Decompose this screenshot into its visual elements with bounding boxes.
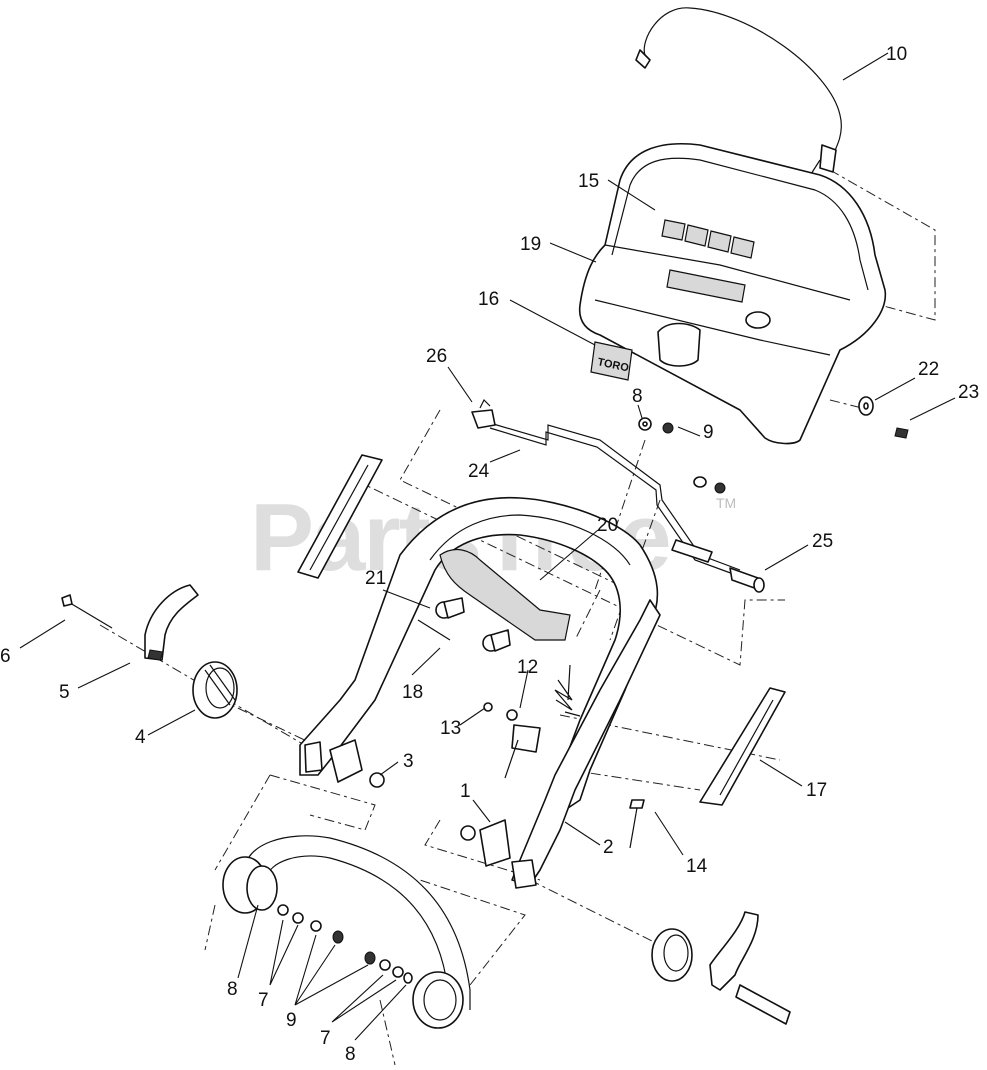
callout-12: 12 <box>517 657 538 678</box>
callout-23: 23 <box>958 382 979 403</box>
part-3-nut-pivot <box>329 739 385 788</box>
callout-22: 22 <box>918 359 939 380</box>
bolts <box>61 594 645 849</box>
callout-20: 20 <box>597 515 618 536</box>
part-1-pivot-right <box>460 819 511 867</box>
part-12-spring <box>483 664 573 779</box>
upper-washers <box>638 417 726 494</box>
callout-6: 6 <box>0 646 11 667</box>
callout-15: 15 <box>578 171 599 192</box>
part-22-23-hardware <box>858 396 909 439</box>
part-21-buttons <box>435 597 511 652</box>
callout-14: 14 <box>686 856 708 877</box>
part-25-knob <box>671 539 765 593</box>
callout-5: 5 <box>59 682 70 703</box>
callout-13: 13 <box>440 718 461 739</box>
callout-24: 24 <box>468 461 490 482</box>
callout-10: 10 <box>886 44 907 65</box>
callout-8-lower-left: 8 <box>227 979 238 1000</box>
callout-9-upper: 9 <box>703 422 714 443</box>
leader-lines <box>19 52 956 1041</box>
part-5-lever-left <box>144 584 199 661</box>
callout-9-lower: 9 <box>286 1010 297 1031</box>
callout-7-lower-left: 7 <box>258 990 269 1011</box>
callout-17: 17 <box>806 780 827 801</box>
right-adjuster-lever <box>651 911 791 1025</box>
callout-4: 4 <box>135 727 146 748</box>
callout-3: 3 <box>403 751 414 772</box>
lower-axle-frame <box>222 835 471 1029</box>
part-2-lower-handle <box>511 599 661 889</box>
part-19-console-housing <box>578 142 887 445</box>
callout-1: 1 <box>460 781 471 802</box>
watermark-trademark: TM <box>716 495 736 511</box>
callout-labels: 10 15 19 16 26 22 23 8 9 24 20 25 21 6 1… <box>0 44 979 1065</box>
callout-18: 18 <box>402 682 423 703</box>
part-17-bracket-right <box>699 687 786 806</box>
alignment-lines <box>99 169 936 1066</box>
part-bracket-left <box>297 454 383 579</box>
callout-2: 2 <box>603 837 614 858</box>
callout-25: 25 <box>812 531 833 552</box>
callout-26: 26 <box>426 346 447 367</box>
lower-washers <box>277 904 413 984</box>
part-4-adjuster-left <box>192 661 238 719</box>
callout-8-lower-right: 8 <box>345 1044 356 1065</box>
callout-21: 21 <box>365 568 386 589</box>
part-16-logo-decal: TORO <box>590 341 633 381</box>
part-26-clip <box>471 398 496 429</box>
callout-8-upper: 8 <box>632 386 643 407</box>
callout-7-lower-right: 7 <box>320 1028 331 1049</box>
callout-19: 19 <box>520 234 541 255</box>
callout-16: 16 <box>478 289 499 310</box>
